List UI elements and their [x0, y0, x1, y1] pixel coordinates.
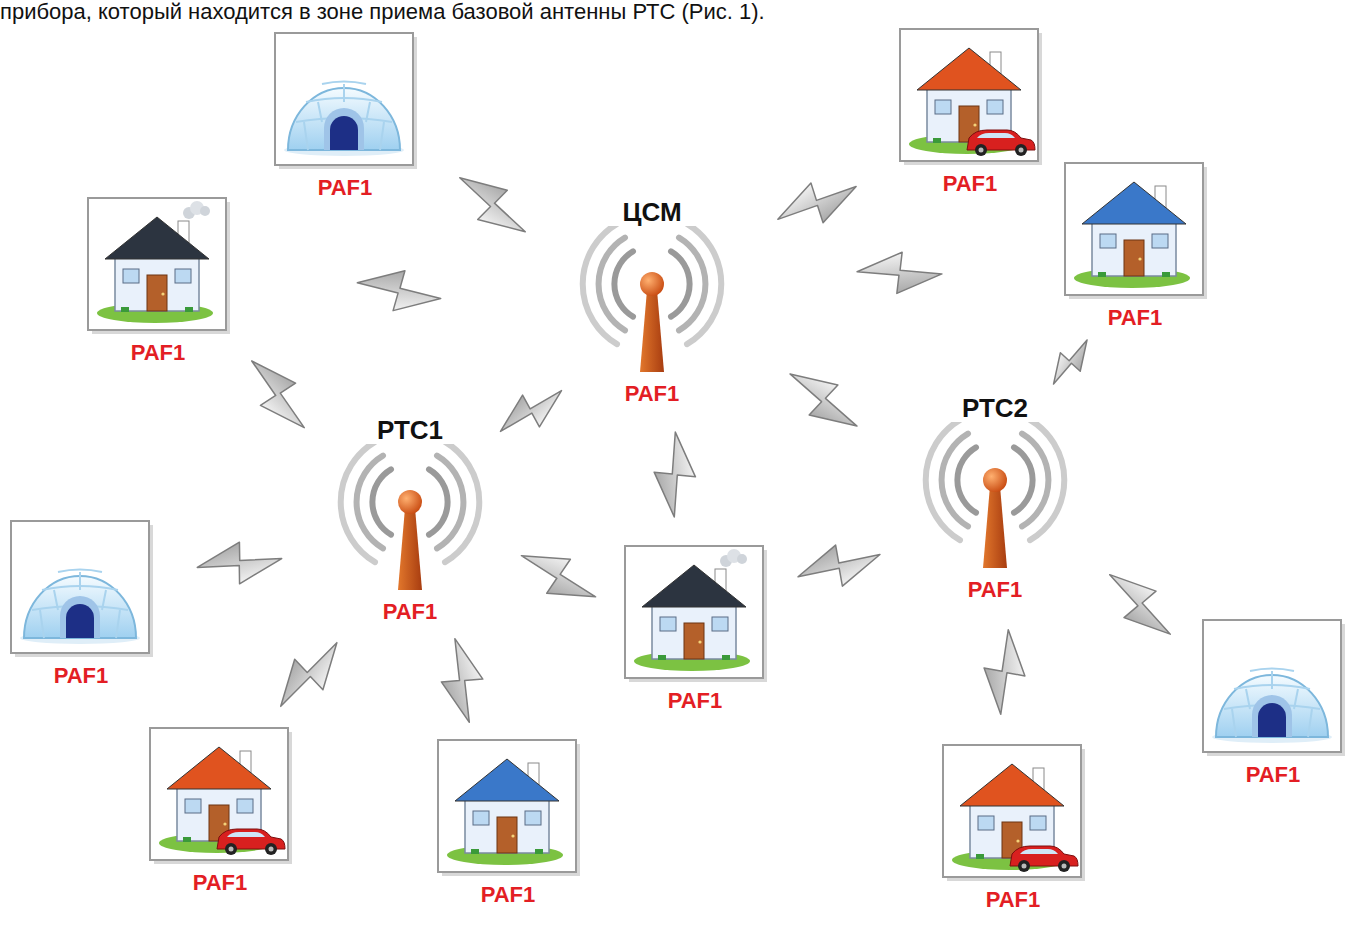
building-node: PAF1: [1200, 617, 1346, 787]
device-label: PAF1: [943, 172, 998, 196]
radio-link: [1045, 332, 1095, 393]
igloo-icon: [272, 30, 418, 170]
station-name: ЦСМ: [622, 198, 681, 226]
radio-link: [430, 634, 494, 726]
house-icon: [435, 737, 581, 877]
house-smoke-icon: [85, 195, 231, 335]
radio-link: [771, 164, 864, 242]
house-car-icon: [897, 26, 1043, 166]
building-node: PAF1: [1062, 160, 1208, 330]
house-car-icon: [147, 725, 293, 865]
building-node: PAF1: [940, 742, 1086, 912]
building-node: PAF1: [897, 26, 1043, 196]
building-node: PAF1: [147, 725, 293, 895]
device-label: PAF1: [383, 600, 438, 624]
igloo-icon: [1200, 617, 1346, 757]
page-text: прибора, который находится в зоне приема…: [0, 0, 769, 24]
igloo-icon: [8, 518, 154, 658]
radio-link: [855, 248, 943, 298]
house-icon: [1062, 160, 1208, 300]
radio-link: [234, 351, 323, 438]
device-label: PAF1: [1246, 763, 1301, 787]
antenna-icon: [910, 422, 1080, 572]
building-node: PAF1: [435, 737, 581, 907]
antenna-icon: [325, 444, 495, 594]
house-smoke-icon: [622, 543, 768, 683]
antenna-node: ЦСМ PAF1: [567, 198, 737, 406]
station-name: РТС2: [962, 394, 1028, 422]
radio-link: [269, 628, 349, 720]
house-car-icon: [940, 742, 1086, 882]
radio-link: [446, 166, 539, 244]
radio-link: [492, 374, 569, 449]
radio-link: [356, 269, 442, 313]
radio-link: [194, 533, 285, 593]
radio-link: [982, 629, 1027, 715]
device-label: PAF1: [668, 689, 723, 713]
antenna-node: РТС2PAF1: [910, 394, 1080, 602]
radio-link: [649, 430, 700, 519]
antenna-icon: [567, 226, 737, 376]
device-label: PAF1: [318, 176, 373, 200]
radio-link: [1094, 563, 1186, 645]
building-node: PAF1: [622, 543, 768, 713]
building-node: PAF1: [272, 30, 418, 200]
radio-link: [777, 362, 870, 439]
device-label: PAF1: [193, 871, 248, 895]
building-node: PAF1: [85, 195, 231, 365]
device-label: PAF1: [481, 883, 536, 907]
device-label: PAF1: [625, 382, 680, 406]
building-node: PAF1: [8, 518, 154, 688]
radio-link: [792, 530, 885, 600]
device-label: PAF1: [986, 888, 1041, 912]
antenna-node: РТС1PAF1: [325, 416, 495, 624]
device-label: PAF1: [968, 578, 1023, 602]
radio-link: [512, 543, 605, 611]
device-label: PAF1: [131, 341, 186, 365]
station-name: РТС1: [377, 416, 443, 444]
device-label: PAF1: [54, 664, 109, 688]
device-label: PAF1: [1108, 306, 1163, 330]
